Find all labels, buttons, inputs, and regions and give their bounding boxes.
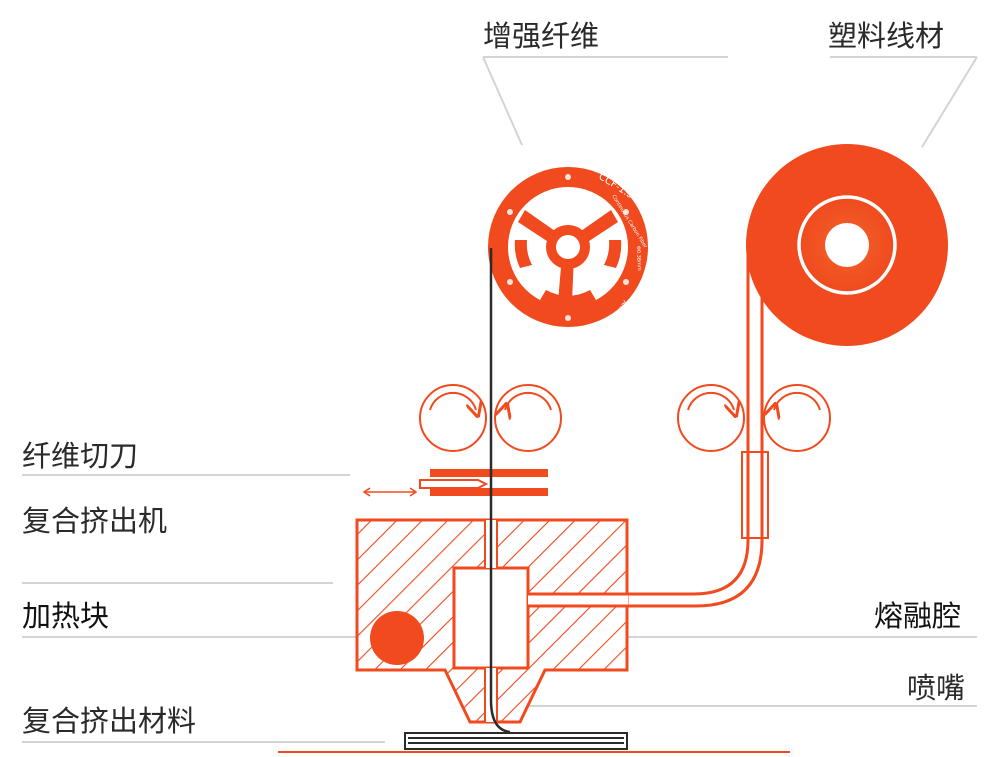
filament-feed-rollers — [677, 384, 831, 452]
leader-lines — [22, 56, 978, 743]
extruder-block — [355, 518, 629, 724]
filament-spool — [746, 144, 948, 346]
label-reinforced-fiber: 增强纤维 — [483, 19, 599, 53]
fiber-cutter — [362, 469, 548, 497]
fiber-spool: CCF-1.5K Continuous Carbon Fiber Φ0.38mm… — [488, 167, 649, 329]
label-nozzle: 喷嘴 — [907, 671, 965, 705]
filament-path — [530, 238, 769, 608]
spool-label-dia: Φ0.38mm — [635, 246, 642, 271]
label-heater-block: 加热块 — [22, 599, 109, 633]
fiber-feed-rollers — [419, 384, 562, 452]
label-composite-extruder: 复合挤出机 — [22, 504, 167, 538]
label-composite-material: 复合挤出材料 — [22, 704, 196, 738]
label-plastic-filament: 塑料线材 — [828, 19, 944, 53]
printed-layers — [404, 732, 628, 750]
heater-element — [370, 611, 424, 665]
label-melt-chamber: 熔融腔 — [874, 599, 961, 633]
label-fiber-cutter: 纤维切刀 — [22, 439, 138, 473]
fiber-strand — [489, 248, 511, 734]
